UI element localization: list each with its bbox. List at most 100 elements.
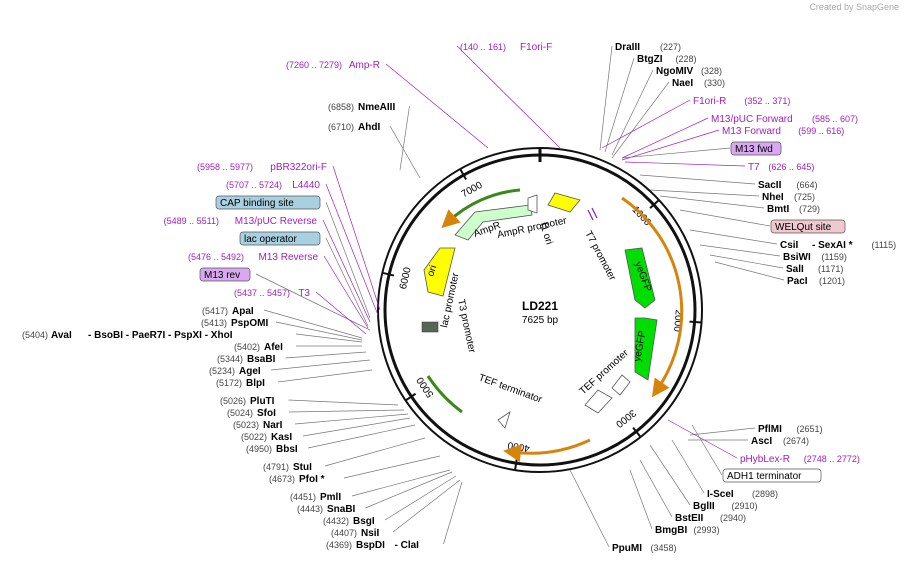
feature-box-label: WELQut site	[775, 222, 832, 233]
enzyme-extra: - SexAI *	[812, 240, 853, 251]
left-label-pbr322ori-f: (5958 .. 5977)pBR322ori-F	[197, 162, 381, 311]
enzyme-pos: (5417)	[202, 306, 228, 316]
left-label-cap-binding-site: CAP binding site	[215, 195, 371, 319]
feature-label-ampr-promoter: AmpR promoter	[496, 215, 568, 241]
primer-range: (585 .. 607)	[812, 114, 858, 124]
right-label-paci: PacI(1201)	[714, 261, 845, 287]
leader-line	[624, 161, 746, 167]
leader-line	[699, 244, 781, 257]
leader-line	[621, 129, 720, 161]
enzyme-name: BsaBI	[247, 354, 276, 365]
enzyme-pos: (2674)	[783, 436, 809, 446]
enzyme-extra: - ClaI	[395, 540, 420, 551]
tick-label: 6000	[398, 266, 414, 291]
primer-range: (140 .. 161)	[460, 42, 506, 52]
center-title: LD221 7625 bp	[522, 299, 559, 326]
leader-line	[569, 469, 610, 548]
enzyme-name: NheI	[762, 192, 784, 203]
left-label-pfoi-: (4673)PfoI *	[269, 455, 441, 485]
feature-label-yegfp-2: yeGFP	[632, 330, 648, 363]
leader-line	[443, 481, 463, 545]
left-label-m13-puc-reverse: (5489 .. 5511)M13/pUC Reverse	[164, 216, 371, 323]
left-label-avai: (5404)AvaI- BsoBI - PaeR7I - PspXI - Xho…	[22, 330, 363, 343]
tick-mark	[459, 168, 467, 180]
leader-line	[667, 419, 738, 459]
feature-box-label: lac operator	[244, 234, 297, 245]
enzyme-pos: (2898)	[752, 489, 778, 499]
primer-name: F1ori-F	[520, 42, 552, 53]
tick-mark	[382, 271, 395, 277]
enzyme-name: PmlI	[320, 492, 341, 503]
enzyme-name: SacII	[758, 180, 782, 191]
leader-line	[689, 427, 756, 436]
leader-line	[649, 444, 691, 506]
enzyme-pos: (5413)	[201, 318, 227, 328]
feature-box	[215, 195, 321, 210]
left-label-nmeaiii: (6858)NmeAIII	[328, 102, 410, 171]
leader-line	[307, 424, 416, 449]
primer-range: (626 .. 645)	[768, 162, 814, 172]
feature-box-label: M13 rev	[204, 270, 240, 281]
enzyme-pos: (664)	[797, 180, 818, 190]
enzyme-pos: (2651)	[797, 424, 823, 434]
feature-tef-terminator-arrow	[497, 411, 511, 429]
enzyme-name: PspOMI	[231, 318, 268, 329]
left-label-nsii: (4407)NsiI	[331, 479, 461, 539]
primer-name: M13 Forward	[722, 126, 781, 137]
left-label-apai: (5417)ApaI	[202, 306, 363, 339]
enzyme-name: StuI	[293, 462, 312, 473]
feature-ampr-promoter-arrow	[527, 194, 538, 214]
enzyme-name: BstEII	[675, 513, 704, 524]
enzyme-pos: (2993)	[694, 525, 720, 535]
right-label-welqut-site: WELQut site	[679, 209, 846, 234]
feature-tef-promoter-arrow	[611, 374, 631, 396]
enzyme-pos: (725)	[794, 192, 815, 202]
leader-line	[621, 117, 709, 159]
enzyme-pos: (4950)	[246, 444, 272, 454]
feature-label-tef-terminator: TEF terminator	[477, 372, 544, 405]
leader-line	[399, 105, 410, 171]
leader-line	[288, 409, 405, 413]
enzyme-name: PpuMI	[612, 543, 642, 554]
right-label-adh1-terminator: ADH1 terminator	[691, 424, 822, 483]
right-label-f1ori-r: (352 .. 371)F1ori-R	[601, 96, 790, 149]
leader-line	[285, 351, 367, 359]
left-labels: (7260 .. 7279)Amp-R(6858)NmeAIII(6710)Ah…	[22, 60, 489, 551]
right-label-m13-forward: (599 .. 616)M13 Forward	[621, 126, 844, 161]
watermark: Created by SnapGene	[809, 2, 899, 12]
plasmid-name: LD221	[522, 299, 558, 313]
right-label-m13-fwd: M13 fwd	[621, 141, 782, 159]
enzyme-pos: (5026)	[220, 396, 246, 406]
right-label-sali: SalI(1171)	[709, 254, 843, 275]
leader-line	[599, 45, 613, 151]
primer-name: T7	[748, 162, 760, 173]
enzyme-pos: (1171)	[818, 264, 843, 274]
enzyme-pos: (227)	[660, 42, 681, 52]
enzyme-pos: (328)	[701, 66, 722, 76]
leader-line	[263, 309, 363, 339]
tick-mark	[405, 392, 417, 402]
primer-name: pBR322ori-F	[270, 162, 327, 173]
primer-range: (5476 .. 5492)	[188, 252, 244, 262]
left-label-snabi: (4443)SnaBI	[297, 471, 453, 515]
enzyme-name: PflMI	[758, 424, 782, 435]
feature-f1-ori-arrow	[547, 192, 581, 213]
right-label-t7: (626 .. 645) T7	[624, 161, 814, 173]
enzyme-name: SfoI	[257, 408, 276, 419]
feature-t7-hatch	[587, 207, 598, 221]
left-label-stui: (4791)StuI	[263, 437, 426, 473]
enzyme-name: BspDI	[356, 540, 385, 551]
enzyme-name: BmgBI	[655, 525, 687, 536]
enzyme-pos: (1115)	[872, 240, 897, 250]
tick-label: 7000	[460, 180, 485, 201]
primer-name: F1ori-R	[693, 96, 726, 107]
primer-name: pHybLex-R	[740, 454, 790, 465]
enzyme-pos: (5344)	[217, 354, 243, 364]
leader-line	[671, 439, 705, 494]
enzyme-pos: (5234)	[209, 366, 235, 376]
tick-label: 3000	[613, 407, 638, 430]
tick-mark	[514, 458, 518, 471]
leader-line	[295, 333, 363, 343]
feature-yegfp-arrow-2	[634, 317, 658, 381]
leader-line	[332, 165, 381, 311]
